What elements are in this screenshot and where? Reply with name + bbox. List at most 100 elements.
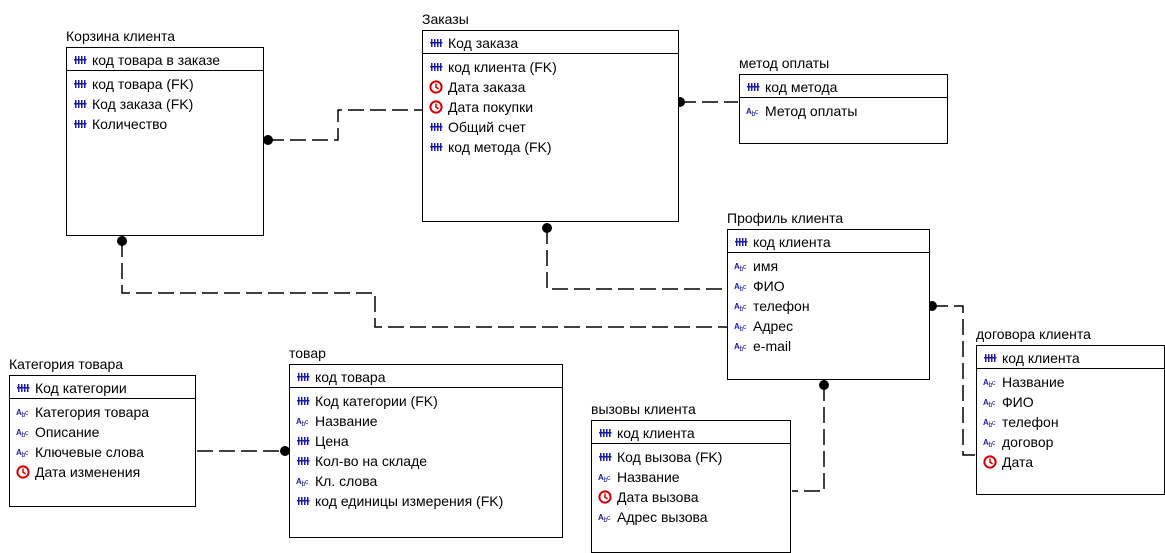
svg-text:A: A (296, 477, 302, 486)
attribute-label: код клиента (FK) (448, 59, 557, 75)
key-icon (598, 450, 612, 464)
key-icon (296, 370, 310, 384)
clock-icon (429, 80, 443, 94)
svg-text:A: A (734, 302, 740, 311)
attribute-label: Категория товара (35, 404, 150, 420)
attribute-row[interactable]: Кол-во на складе (296, 451, 562, 471)
svg-text:c: c (607, 515, 611, 522)
attribute-row[interactable]: Цена (296, 431, 562, 451)
svg-text:c: c (25, 410, 29, 417)
svg-text:c: c (992, 380, 996, 387)
primary-key-section: код клиента (977, 346, 1164, 369)
attribute-label: e-mail (753, 338, 792, 354)
attribute-row[interactable]: Код вызова (FK) (598, 447, 790, 467)
attribute-row[interactable]: Код заказа (FK) (73, 94, 263, 114)
attribute-row[interactable]: код товара в заказе (73, 50, 263, 70)
attribute-label: Код вызова (FK) (617, 449, 723, 465)
primary-key-section: Код заказа (423, 31, 678, 54)
attribute-label: Дата вызова (617, 489, 699, 505)
attribute-label: код метода (765, 79, 838, 95)
attribute-label: Цена (315, 433, 349, 449)
attribute-row[interactable]: Код категории (16, 378, 195, 398)
attribute-row[interactable]: код товара (296, 367, 562, 387)
attribute-row[interactable]: Дата покупки (429, 97, 678, 117)
attribute-label: Общий счет (448, 119, 526, 135)
svg-text:c: c (992, 440, 996, 447)
primary-key-section: код клиента (728, 230, 929, 253)
svg-text:c: c (992, 420, 996, 427)
attribute-row[interactable]: код метода (FK) (429, 137, 678, 157)
attribute-label: Описание (35, 424, 100, 440)
attribute-label: Кол-во на складе (315, 453, 428, 469)
primary-key-section: Код категории (10, 376, 195, 399)
svg-text:c: c (305, 419, 309, 426)
attribute-row[interactable]: Количество (73, 114, 263, 134)
attribute-label: код клиента (753, 234, 831, 250)
attribute-label: код товара в заказе (92, 52, 221, 68)
svg-text:A: A (598, 473, 604, 482)
primary-key-section: код метода (740, 75, 947, 98)
attribute-row[interactable]: Дата вызова (598, 487, 790, 507)
attribute-row[interactable]: код клиента (983, 348, 1164, 368)
attribute-row[interactable]: код клиента (FK) (429, 57, 678, 77)
attribute-row[interactable]: Дата (983, 452, 1164, 472)
attribute-row[interactable]: Общий счет (429, 117, 678, 137)
svg-text:A: A (734, 262, 740, 271)
attribute-label: Название (315, 413, 378, 429)
attribute-row[interactable]: Код заказа (429, 33, 678, 53)
primary-key-section: код товара в заказе (67, 48, 263, 71)
svg-text:b: b (989, 402, 993, 409)
svg-text:b: b (604, 517, 608, 524)
relationship-cart-profile (121, 241, 727, 328)
svg-text:c: c (755, 109, 759, 116)
entity-title: Заказы (422, 11, 469, 27)
svg-text:b: b (740, 266, 744, 273)
attribute-row[interactable]: Дата заказа (429, 77, 678, 97)
svg-text:c: c (607, 475, 611, 482)
attribute-label: телефон (1002, 414, 1059, 430)
attribute-row[interactable]: Дата изменения (16, 462, 195, 482)
attribute-label: Адрес вызова (617, 509, 708, 525)
key-icon (296, 454, 310, 468)
entity-box: код товара в заказе код товара (FK)Код за… (66, 47, 264, 236)
attribute-row[interactable]: код товара (FK) (73, 74, 263, 94)
attribute-row[interactable]: код метода (746, 77, 947, 97)
attribute-row[interactable]: код клиента (734, 232, 929, 252)
svg-text:c: c (743, 304, 747, 311)
attribute-row[interactable]: Код категории (FK) (296, 391, 562, 411)
attribute-row[interactable]: код клиента (598, 423, 790, 443)
attribute-row[interactable]: код единицы измерения (FK) (296, 491, 562, 511)
attribute-label: Код категории (FK) (315, 393, 438, 409)
